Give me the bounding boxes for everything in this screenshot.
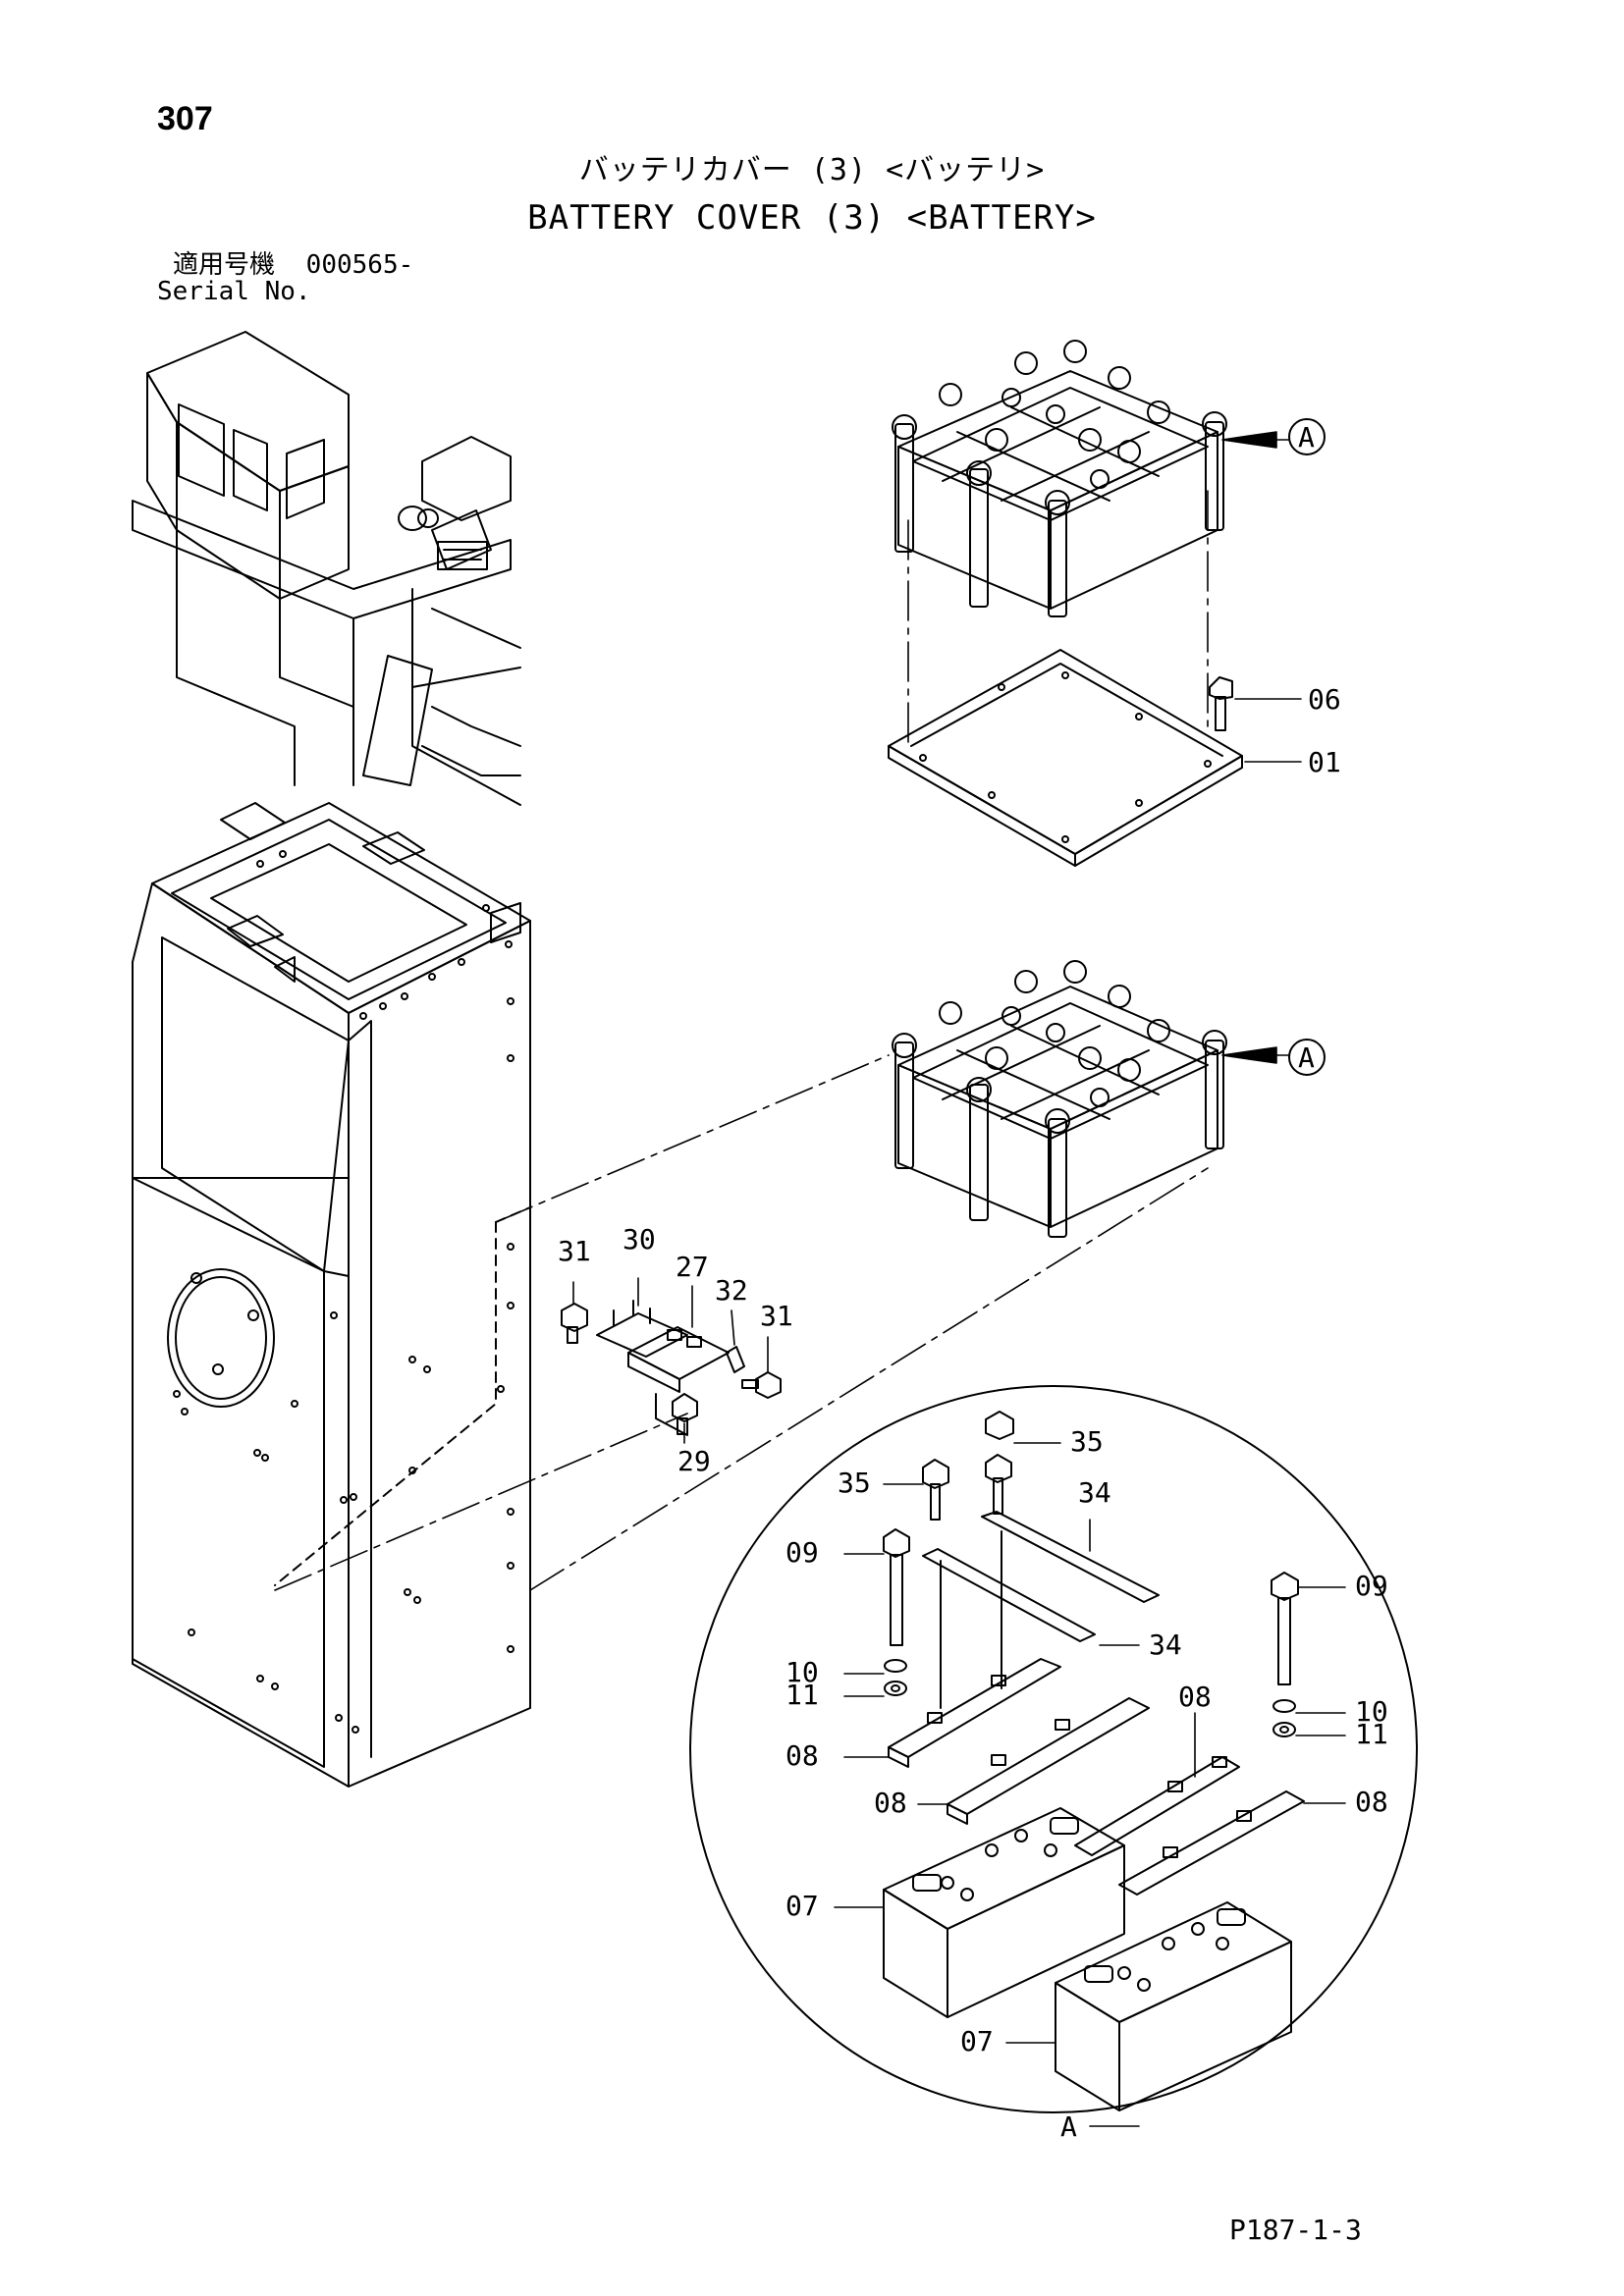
detail-a-label: A [1060,2110,1077,2143]
callout-labels: A A 06 01 31 30 27 32 31 29 35 35 34 34 … [558,421,1388,2143]
page-number: 307 [157,100,213,137]
page-code: P187-1-3 [1229,2214,1362,2246]
callout-08-c: 08 [874,1787,907,1819]
callout-09-left: 09 [785,1536,819,1569]
detail-view-circle-a [689,1385,1418,2113]
callout-01: 01 [1308,746,1341,778]
battery-group-lower [892,960,1227,1238]
ref-a-label-upper: A [1298,421,1315,454]
callout-35-left: 35 [838,1467,871,1499]
ref-a-label-lower: A [1298,1041,1315,1074]
callout-08-d: 08 [1355,1786,1388,1818]
callout-31-left: 31 [558,1235,591,1267]
callout-31-right: 31 [760,1300,793,1332]
callout-08-b: 08 [1178,1681,1212,1713]
serial-label-jp: 適用号機 [173,250,276,280]
callout-10-right: 10 [1355,1695,1388,1728]
assembly-leader-lines [274,490,1209,1591]
title-japanese: バッテリカバー (3) <バッテリ> [578,153,1046,187]
callout-11-left: 11 [785,1679,819,1711]
serial-value: 000565- [305,250,414,280]
ref-a-circle-lower [1288,1039,1326,1076]
title-english: BATTERY COVER (3) <BATTERY> [527,198,1097,238]
callout-32: 32 [715,1274,748,1307]
bracket-parts-cluster [561,1300,782,1436]
callout-29: 29 [677,1445,711,1477]
callout-07-upper: 07 [785,1890,819,1922]
callout-06: 06 [1308,683,1341,716]
callout-34-bottom: 34 [1149,1629,1182,1661]
battery-group-upper [892,340,1227,617]
callout-leaders [572,431,1346,2127]
callout-11-right: 11 [1355,1718,1388,1750]
callout-34-top: 34 [1078,1476,1111,1509]
callout-30: 30 [623,1223,656,1255]
callout-09-right: 09 [1355,1570,1388,1602]
battery-box-housing [132,802,531,1788]
base-plate [888,649,1243,867]
callout-08-a: 08 [785,1739,819,1772]
ref-a-circle-upper [1288,418,1326,455]
detail-assembly [883,1411,1305,2111]
machine-overview [132,331,521,806]
callout-07-lower: 07 [960,2025,994,2057]
callout-10-left: 10 [785,1656,819,1688]
callout-35-right: 35 [1070,1425,1104,1458]
serial-label-en: Serial No. [157,277,311,306]
callout-27: 27 [676,1251,709,1283]
serial-number-line: 適用号機 000565- [173,251,413,279]
